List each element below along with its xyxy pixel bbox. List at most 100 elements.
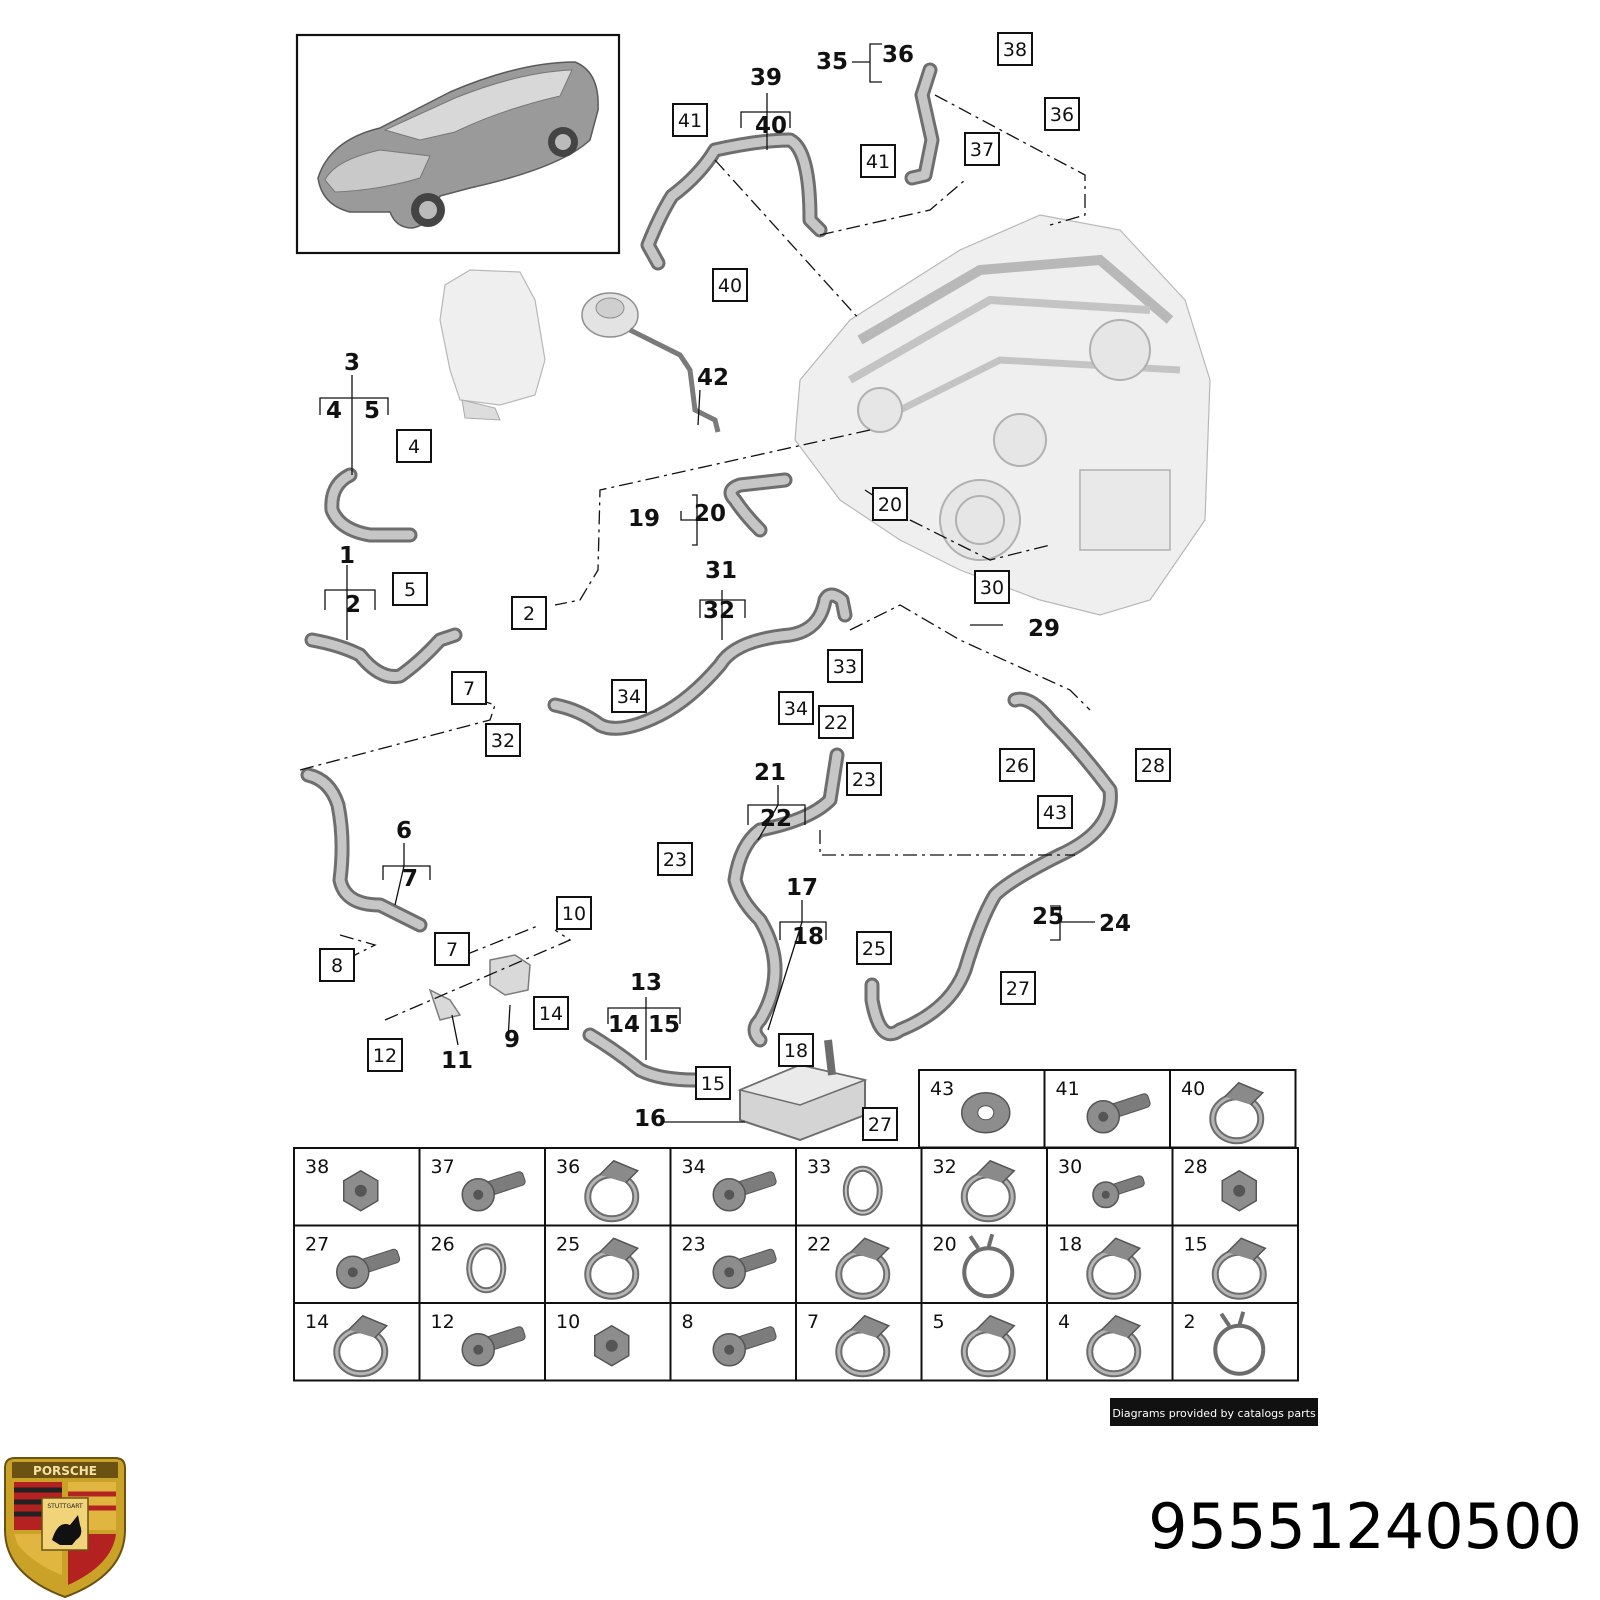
cell-label: 5 [933, 1311, 945, 1333]
cell-label: 14 [305, 1311, 329, 1333]
callout-text: 5 [404, 579, 416, 601]
cell-label: 43 [930, 1078, 954, 1100]
parts-cell-15: 15 [1171, 1224, 1299, 1304]
credit-badge: Diagrams provided by catalogs parts [1110, 1398, 1318, 1426]
parts-cell-10: 10 [544, 1302, 672, 1382]
callout-text: 41 [866, 151, 890, 173]
bold-label-21: 21 [754, 760, 786, 786]
bold-label-17: 17 [786, 875, 818, 901]
bold-label-18: 18 [792, 924, 824, 950]
callout-box-22: 22 [818, 705, 854, 739]
bolt-icon [712, 1171, 777, 1212]
callout-box-14: 14 [533, 996, 569, 1030]
parts-cell-7: 7 [795, 1302, 923, 1382]
clamp-icon [960, 1314, 1016, 1378]
parts-cell-43-top: 43 [918, 1069, 1046, 1149]
bold-label-9: 9 [504, 1027, 520, 1053]
parts-cell-41-top: 41 [1043, 1069, 1171, 1149]
callout-text: 7 [463, 678, 475, 700]
parts-cell-32: 32 [920, 1147, 1048, 1227]
bold-label-13: 13 [630, 970, 662, 996]
cell-label: 32 [933, 1156, 957, 1178]
callout-box-34b: 34 [778, 691, 814, 725]
callout-text: 34 [784, 698, 808, 720]
callout-box-41b: 41 [860, 144, 896, 178]
expansion-tank [439, 269, 546, 421]
clamp-icon [1086, 1237, 1142, 1300]
parts-cell-40-top: 40 [1169, 1069, 1297, 1149]
engine-block [794, 214, 1211, 616]
callout-box-27b: 27 [862, 1107, 898, 1141]
bold-label-3: 3 [344, 350, 360, 376]
callout-text: 12 [373, 1045, 397, 1067]
callout-text: 26 [1005, 755, 1029, 777]
nut-icon [594, 1324, 630, 1367]
parts-cell-25: 25 [544, 1224, 672, 1304]
parts-cell-4: 4 [1046, 1302, 1174, 1382]
cell-label: 34 [682, 1156, 706, 1178]
cooler-16 [737, 1039, 868, 1142]
cell-label: 25 [556, 1234, 580, 1256]
parts-cell-34: 34 [669, 1147, 797, 1227]
ring-icon [842, 1165, 883, 1216]
callout-box-7a: 7 [451, 671, 487, 705]
callout-text: 40 [718, 275, 742, 297]
cell-label: 7 [807, 1311, 819, 1333]
callout-box-12: 12 [367, 1038, 403, 1072]
cell-label: 20 [933, 1234, 957, 1256]
callout-box-43: 43 [1037, 795, 1073, 829]
clamp-icon [835, 1237, 891, 1300]
callout-box-25: 25 [856, 931, 892, 965]
callout-box-7b: 7 [434, 932, 470, 966]
cell-label: 40 [1181, 1078, 1205, 1100]
bold-label-11: 11 [441, 1048, 473, 1074]
parts-cell-12: 12 [418, 1302, 546, 1382]
bold-label-7: 7 [402, 866, 418, 892]
callout-box-27a: 27 [1000, 971, 1036, 1005]
cell-label: 36 [556, 1156, 580, 1178]
hoses [300, 62, 1118, 1088]
parts-cell-8: 8 [669, 1302, 797, 1382]
bold-label-20: 20 [694, 501, 726, 527]
callout-box-33: 33 [827, 649, 863, 683]
bold-label-32: 32 [703, 598, 735, 624]
callout-box-2: 2 [511, 596, 547, 630]
callout-box-8: 8 [319, 948, 355, 982]
bolt-small-icon [1092, 1175, 1145, 1209]
cell-label: 23 [682, 1234, 706, 1256]
callout-box-26: 26 [999, 748, 1035, 782]
bold-label-29: 29 [1028, 616, 1060, 642]
callout-text: 22 [824, 712, 848, 734]
clamp-icon [333, 1314, 389, 1378]
callout-text: 4 [408, 436, 420, 458]
leader-lines [319, 43, 1095, 1123]
callout-text: 36 [1050, 104, 1074, 126]
callout-text: 10 [562, 903, 586, 925]
cell-label: 22 [807, 1234, 831, 1256]
bold-label-19: 19 [628, 506, 660, 532]
bold-label-42: 42 [697, 365, 729, 391]
ring-icon [466, 1243, 507, 1294]
callout-text: 41 [678, 110, 702, 132]
parts-cell-26: 26 [418, 1224, 546, 1304]
callout-box-4: 4 [396, 429, 432, 463]
cell-label: 33 [807, 1156, 831, 1178]
callout-text: 20 [878, 494, 902, 516]
callout-text: 33 [833, 656, 857, 678]
callout-text: 30 [980, 577, 1004, 599]
callout-box-40a: 40 [712, 268, 748, 302]
washer-icon [961, 1092, 1011, 1134]
callout-box-20: 20 [872, 487, 908, 521]
cell-label: 10 [556, 1311, 580, 1333]
credit-text: Diagrams provided by catalogs parts [1112, 1407, 1316, 1420]
cell-label: 26 [431, 1234, 455, 1256]
nut-icon [343, 1169, 379, 1212]
parts-cell-28: 28 [1171, 1147, 1299, 1227]
bold-label-4: 4 [326, 398, 342, 424]
callout-text: 28 [1141, 755, 1165, 777]
bold-label-2: 2 [345, 592, 361, 618]
clamp-icon [1209, 1081, 1265, 1145]
